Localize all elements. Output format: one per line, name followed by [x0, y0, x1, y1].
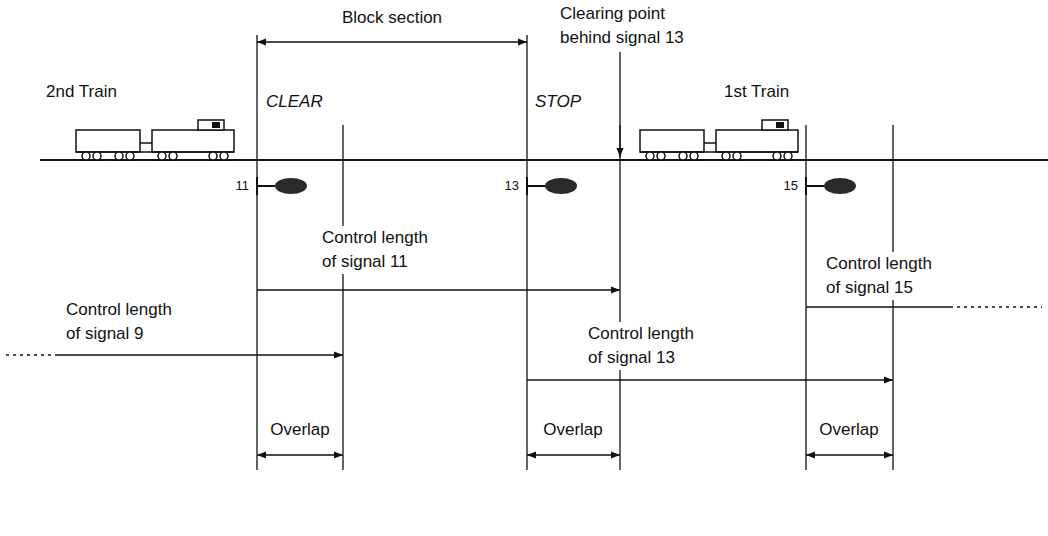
signal-symbol: [527, 177, 577, 195]
signal-number: 13: [503, 174, 521, 198]
control-length-dotted: [6, 354, 56, 355]
control-length-dotted: [950, 306, 1042, 307]
track-line: [40, 159, 1048, 161]
signal-symbol: [257, 177, 307, 195]
train-2nd: [76, 120, 234, 160]
overlap-arrow: [257, 454, 343, 455]
control-length-label: Control length of signal 15: [824, 252, 948, 300]
control-length-arrow: [56, 354, 343, 355]
aspect-label: STOP: [533, 90, 583, 114]
train-label: 2nd Train: [44, 80, 119, 104]
overlap-arrow: [527, 454, 620, 455]
train-label: 1st Train: [722, 80, 791, 104]
train-1st: [640, 120, 798, 160]
control-length-arrow: [257, 289, 620, 290]
overlap-arrow: [806, 454, 893, 455]
reference-lines: [257, 35, 893, 470]
signal-number: 15: [782, 174, 800, 198]
overlap-label: Overlap: [541, 418, 605, 442]
control-length-label: Control length of signal 9: [64, 298, 188, 346]
aspect-label: CLEAR: [264, 90, 325, 114]
signal-number: 11: [234, 174, 252, 198]
control-length-arrow: [806, 306, 950, 307]
section-label: Block section: [340, 6, 444, 30]
control-length-label: Control length of signal 13: [586, 322, 710, 370]
control-length-label: Control length of signal 11: [320, 226, 444, 274]
block-section-arrow: [257, 41, 527, 42]
overlap-label: Overlap: [268, 418, 332, 442]
clearing-point-label: Clearing point behind signal 13: [558, 2, 712, 50]
signal-symbol: [806, 177, 856, 195]
clearing-point-arrow: [619, 52, 620, 157]
overlap-label: Overlap: [817, 418, 881, 442]
control-length-arrow: [527, 379, 893, 380]
